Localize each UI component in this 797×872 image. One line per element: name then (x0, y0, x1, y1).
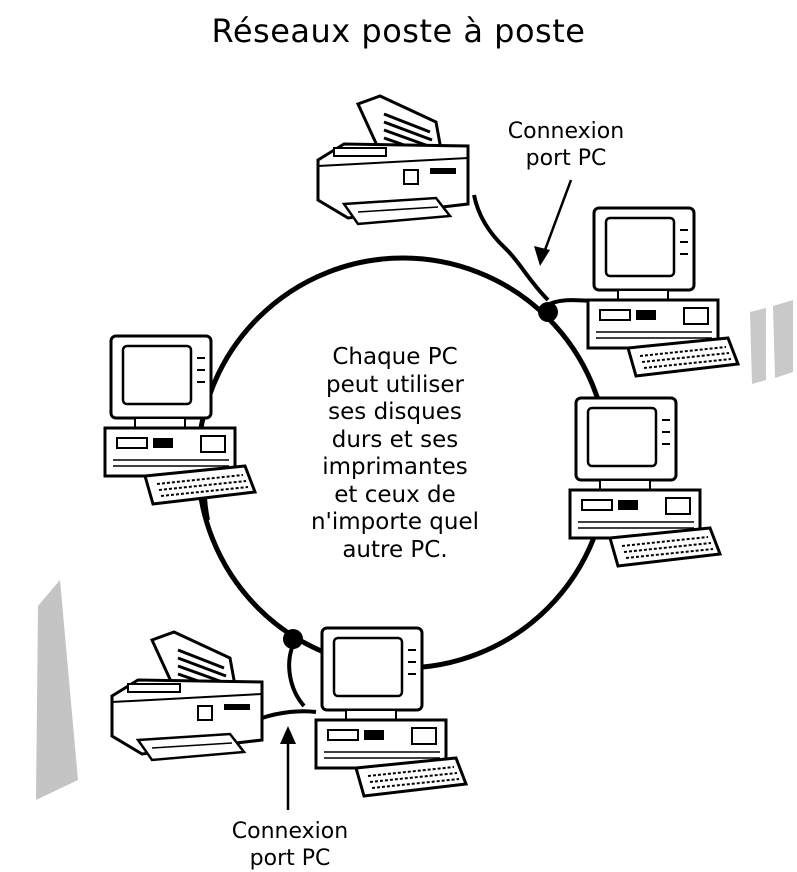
center-description: Chaque PC peut utiliser ses disques durs… (270, 344, 520, 564)
watermark-shape (36, 580, 78, 800)
description-line: Chaque PC (332, 344, 458, 370)
description-line: ses disques (328, 399, 462, 425)
printer-cable-top (472, 194, 550, 302)
watermark-bar (750, 308, 766, 384)
computer-icon (103, 334, 257, 506)
arrow-top (534, 179, 573, 266)
printer-icon (316, 94, 470, 226)
description-line: imprimantes (322, 454, 468, 480)
watermark-bar (773, 300, 793, 378)
description-line: autre PC. (342, 536, 448, 563)
connection-label-top: Connexion port PC (466, 118, 666, 172)
pc-cable-bottom (287, 644, 306, 708)
description-line: peut utiliser (325, 371, 464, 398)
label-line: Connexion (507, 119, 625, 144)
connector-node (283, 629, 303, 649)
printer-cable-bottom (261, 709, 317, 720)
printer-icon (110, 630, 264, 762)
computer-icon (586, 206, 740, 378)
description-line: n'importe quel (310, 509, 480, 535)
computer-icon (314, 626, 468, 798)
label-line: port PC (525, 146, 607, 171)
arrow-bottom (280, 726, 296, 810)
connector-node (538, 302, 558, 322)
label-line: Connexion (231, 819, 349, 844)
connection-label-bottom: Connexion port PC (190, 818, 390, 872)
description-line: durs et ses (331, 426, 459, 453)
diagram-title: Réseaux poste à poste (211, 12, 586, 50)
label-line: port PC (249, 846, 331, 871)
description-line: et ceux de (334, 481, 456, 508)
